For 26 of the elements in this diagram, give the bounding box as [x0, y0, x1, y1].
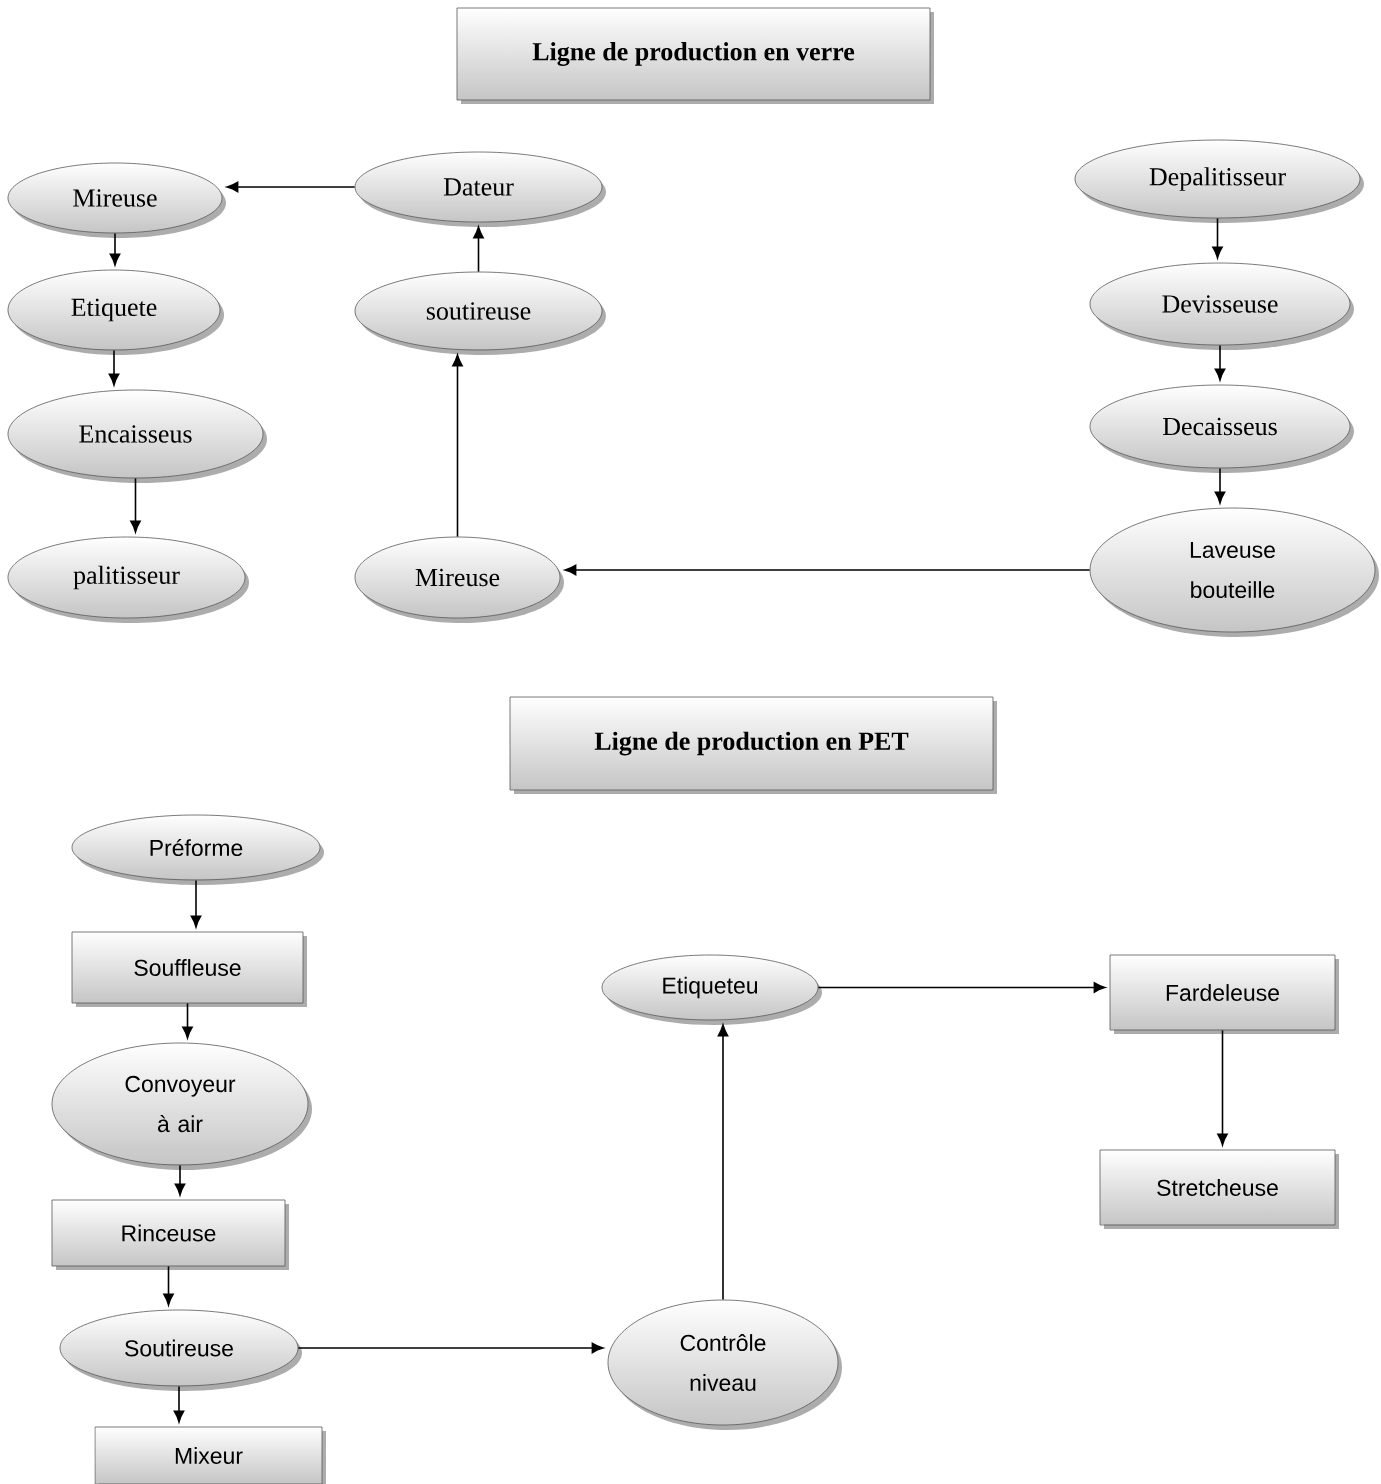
arrow: [130, 477, 141, 533]
arrow: [1217, 1029, 1228, 1146]
process-box: Souffleuse: [71, 931, 307, 1007]
heading-box: Ligne de production en verre: [456, 7, 934, 104]
arrow: [226, 181, 356, 193]
arrow: [108, 349, 120, 386]
arrow: [297, 1342, 604, 1354]
arrow: [182, 1002, 193, 1039]
arrow: [109, 232, 121, 266]
process-box: Fardeleuse: [1109, 954, 1339, 1034]
process-box: Stretcheuse: [1099, 1149, 1339, 1229]
arrow: [173, 1385, 185, 1423]
arrow: [564, 564, 1091, 576]
arrow: [1212, 217, 1223, 259]
process-box: Mixeur: [94, 1426, 326, 1484]
arrow: [452, 354, 463, 538]
arrow: [473, 226, 484, 273]
heading-box: Ligne de production en PET: [509, 696, 997, 794]
arrow: [1214, 344, 1226, 381]
arrow: [190, 879, 202, 928]
arrow: [163, 1265, 174, 1306]
arrow: [1214, 467, 1226, 504]
arrow: [817, 982, 1106, 993]
arrow: [174, 1164, 186, 1196]
process-box: Rinceuse: [51, 1199, 289, 1270]
arrow: [717, 1024, 729, 1301]
